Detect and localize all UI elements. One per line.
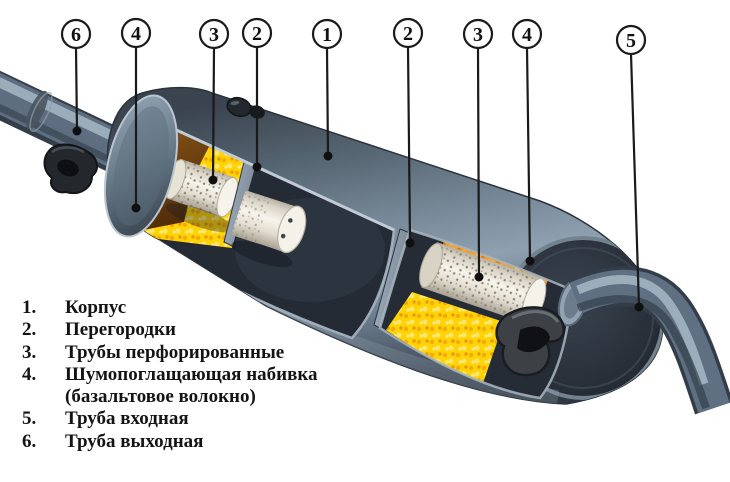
callouts: 6 4 3 2 1 2	[60, 17, 647, 312]
callout-3b: 3	[462, 18, 494, 282]
callout-1: 1	[311, 18, 343, 161]
callout-3b-number: 3	[473, 24, 483, 46]
legend-item-number: 4.	[22, 363, 37, 385]
callout-4b-number: 4	[522, 24, 532, 46]
legend-item-number: 1.	[22, 297, 37, 318]
rubber-hanger-left	[43, 143, 98, 194]
legend-item-4: 4. Шумопоглащающая набивка	[14, 364, 434, 386]
callout-6-number: 6	[71, 24, 81, 46]
legend-item-number: 5.	[22, 408, 37, 430]
legend-item-3: 3. Трубы перфорированные	[14, 342, 434, 364]
legend-item-number: 3.	[22, 341, 37, 363]
callout-5-dot	[634, 302, 644, 312]
callout-4a-dot	[131, 203, 141, 213]
callout-2b: 2	[392, 17, 424, 248]
legend-item-number: 6.	[22, 430, 37, 452]
inlet-pipe	[557, 266, 730, 415]
rubber-hanger-top	[226, 96, 265, 119]
callout-3a-dot	[208, 175, 218, 185]
callout-4a-number: 4	[131, 23, 141, 45]
perforated-tube-1	[164, 158, 239, 218]
callout-3a: 3	[198, 18, 230, 185]
callout-6-dot	[72, 126, 82, 136]
callout-2b-number: 2	[403, 23, 413, 45]
callout-4b-dot	[525, 256, 535, 266]
callout-4b: 4	[511, 18, 543, 266]
legend-item-label2: (базальтовое волокно)	[65, 386, 256, 408]
legend-item-1: 1. Корпус	[14, 297, 434, 319]
legend: 1. Корпус 2. Перегородки 3. Трубы перфор…	[14, 297, 434, 453]
callout-1-number: 1	[322, 24, 332, 46]
callout-5-number: 5	[626, 30, 636, 52]
callout-1-dot	[323, 151, 333, 161]
callout-2b-dot	[405, 238, 415, 248]
legend-item-6: 6. Труба выходная	[14, 431, 434, 453]
callout-6: 6	[60, 18, 92, 136]
callout-5: 5	[615, 24, 647, 312]
callout-3b-dot	[474, 272, 484, 282]
legend-item-4-subline: (базальтовое волокно)	[14, 386, 434, 408]
legend-item-label: Трубы перфорированные	[65, 341, 285, 363]
legend-item-5: 5. Труба входная	[14, 408, 434, 430]
legend-item-2: 2. Перегородки	[14, 319, 434, 341]
callout-2a: 2	[241, 17, 273, 172]
legend-item-label: Перегородки	[65, 319, 176, 341]
legend-item-number: 2.	[22, 319, 37, 341]
legend-item-label: Труба входная	[65, 408, 189, 430]
tube-stub-middle	[231, 190, 307, 254]
legend-item-label: Шумопоглащающая набивка	[65, 363, 318, 385]
callout-2a-dot	[252, 162, 262, 172]
callout-2a-number: 2	[252, 23, 262, 45]
callout-3a-number: 3	[209, 24, 219, 46]
left-end-cap	[103, 94, 179, 238]
basalt-padding-yellow-2	[386, 292, 504, 392]
legend-item-label: Корпус	[65, 297, 127, 318]
rubber-hanger-right	[495, 306, 565, 377]
callout-4a: 4	[120, 17, 152, 213]
legend-item-label: Труба выходная	[65, 430, 204, 452]
